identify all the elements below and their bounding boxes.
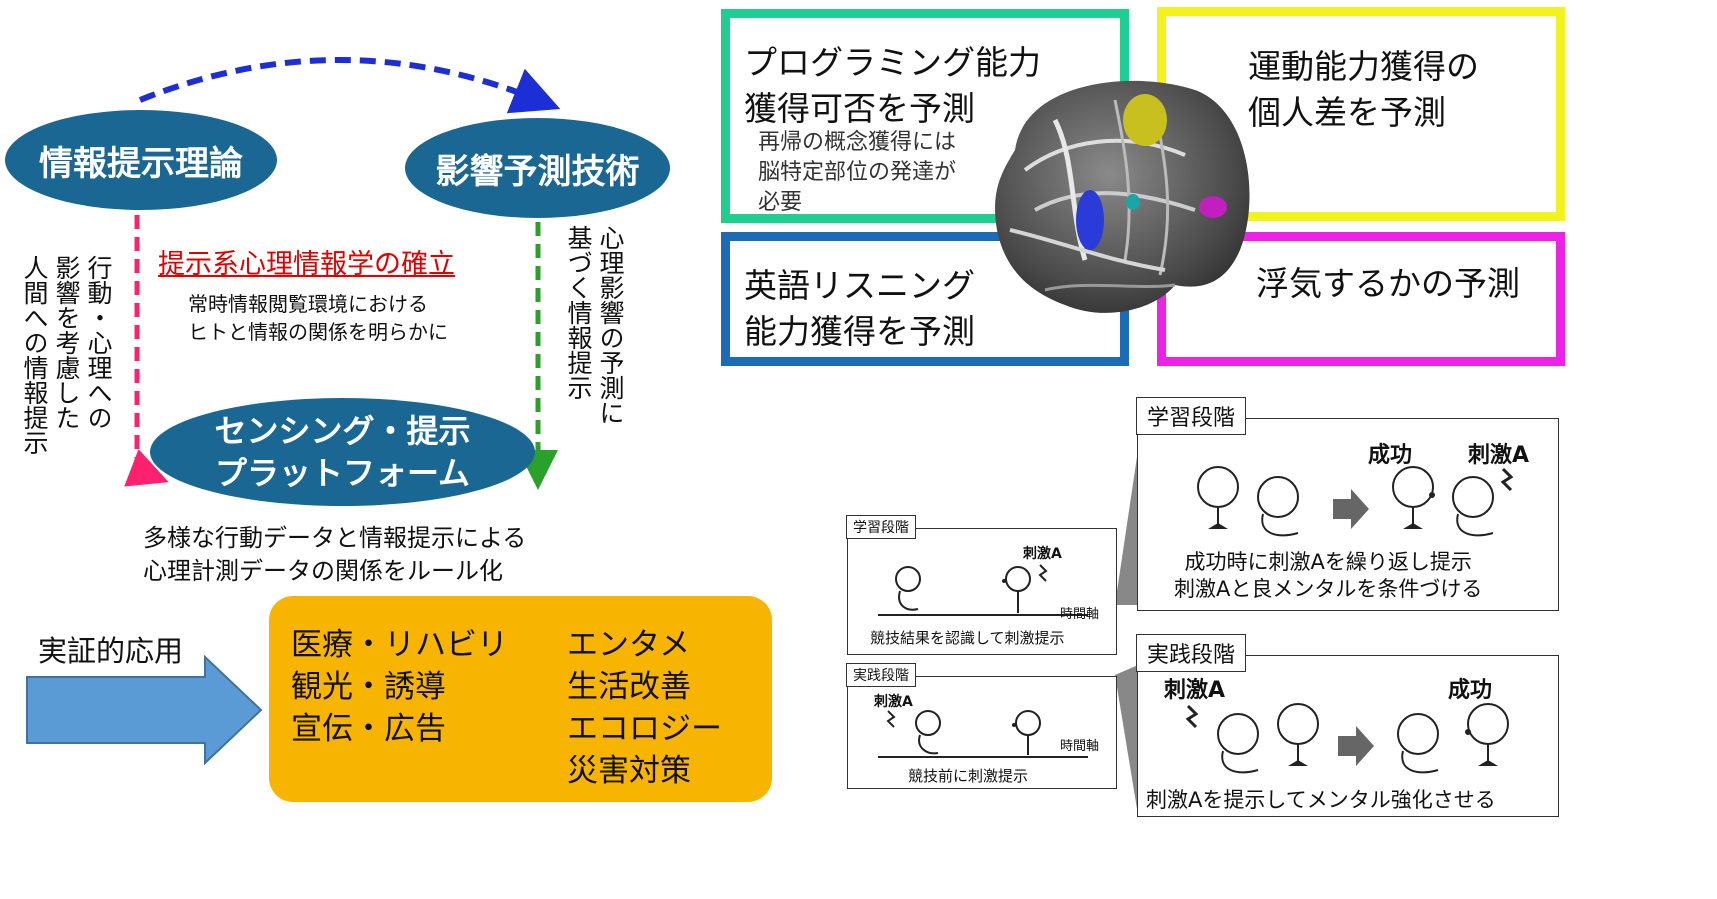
big-practice-stimulus: 刺激A <box>1164 678 1226 703</box>
big-practice-caption: 刺激Aを提示してメンタル強化させる <box>1146 788 1496 812</box>
big-practice-title: 実践段階 <box>1136 634 1247 672</box>
small-learning-panel: 学習段階 刺激A 時間軸 競技結果を認識して刺激提示 <box>846 515 1117 655</box>
applications-col2: エンタメ 生活改善 エコロジー 災害対策 <box>567 627 722 789</box>
applications-col1: 医療・リハビリ 観光・誘導 宣伝・広告 <box>291 627 508 747</box>
platform-line2: プラットフォーム <box>214 454 471 492</box>
platform-ellipse: センシング・提示 プラットフォーム <box>150 398 535 506</box>
programming-note: 再帰の概念獲得には 脳特定部位の発達が 必要 <box>758 130 957 215</box>
motor-title: 運動能力獲得の 個人差を予測 <box>1248 47 1479 132</box>
bracket-shapes <box>1115 450 1138 815</box>
prediction-ellipse: 影響予測技術 <box>405 118 670 218</box>
small-practice-time-axis: 時間軸 <box>1060 739 1100 754</box>
prediction-label: 影響予測技術 <box>435 151 640 192</box>
left-vertical-text: 行動・心理への 影響を考慮した 人間への情報提示 <box>20 255 113 455</box>
small-practice-stimulus: 刺激A <box>874 694 913 710</box>
applied-label: 実証的応用 <box>38 634 184 668</box>
applications-box: 医療・リハビリ 観光・誘導 宣伝・広告 エンタメ 生活改善 エコロジー 災害対策 <box>269 596 772 802</box>
center-title: 提示系心理情報学の確立 <box>158 249 455 280</box>
flow-arrows <box>124 57 561 490</box>
big-learning-caption: 成功時に刺激Aを繰り返し提示 刺激Aと良メンタルを条件づける <box>1174 550 1483 601</box>
small-learning-time-axis: 時間軸 <box>1060 607 1100 622</box>
blue-dashed-arrow <box>138 57 561 114</box>
small-learning-figure <box>878 564 1088 616</box>
small-learning-stimulus: 刺激A <box>1023 546 1062 562</box>
big-practice-panel: 実践段階 刺激A 成功 刺激Aを提示してメンタル強化させる <box>1136 634 1559 817</box>
big-learning-success: 成功 <box>1368 443 1413 468</box>
small-learning-caption: 競技結果を認識して刺激提示 <box>870 629 1065 647</box>
brain-image <box>995 80 1250 313</box>
platform-line1: センシング・提示 <box>214 412 471 450</box>
big-learning-stimulus: 刺激A <box>1468 443 1530 468</box>
big-practice-success: 成功 <box>1448 678 1493 703</box>
pink-dashed-arrow <box>124 215 169 487</box>
programming-title: プログラミング能力 獲得可否を予測 <box>744 43 1041 128</box>
programming-box: プログラミング能力 獲得可否を予測 再帰の概念獲得には 脳特定部位の発達が 必要 <box>721 9 1129 223</box>
small-practice-figure <box>878 710 1088 758</box>
english-title: 英語リスニング 能力獲得を予測 <box>744 266 975 351</box>
center-description: 常時情報閲覧環境における ヒトと情報の関係を明らかに <box>188 292 448 344</box>
theory-ellipse: 情報提示理論 <box>5 110 277 210</box>
magenta-region <box>1199 196 1227 218</box>
yellow-region <box>1123 94 1167 146</box>
small-practice-panel: 実践段階 刺激A 時間軸 競技前に刺激提示 <box>846 663 1117 789</box>
small-learning-title: 学習段階 <box>846 515 916 539</box>
applied-arrow <box>26 655 263 765</box>
big-learning-panel: 学習段階 成功 刺激A 成功時に刺激Aを繰り返し提示 刺激Aと良メンタルを条件づ… <box>1136 397 1559 611</box>
small-practice-caption: 競技前に刺激提示 <box>908 767 1029 785</box>
big-learning-title: 学習段階 <box>1136 397 1247 435</box>
small-practice-title: 実践段階 <box>846 663 916 687</box>
blue-region <box>1076 190 1104 250</box>
right-vertical-text: 心理影響の予測に 基づく情報提示 <box>564 225 625 425</box>
theory-label: 情報提示理論 <box>39 143 243 184</box>
cyan-region <box>1126 194 1140 210</box>
bottom-description: 多様な行動データと情報提示による 心理計測データの関係をルール化 <box>143 524 527 585</box>
big-practice-figure <box>1185 703 1509 774</box>
affair-title: 浮気するかの予測 <box>1256 264 1520 303</box>
big-learning-figure <box>1197 466 1514 537</box>
